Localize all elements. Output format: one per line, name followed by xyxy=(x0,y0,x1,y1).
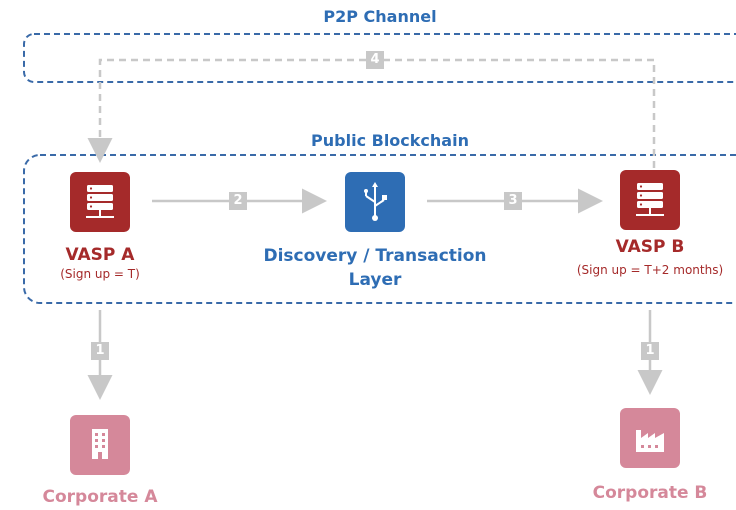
usb-icon xyxy=(364,182,387,221)
server-icon xyxy=(86,185,114,218)
building-icon xyxy=(92,429,108,459)
public-blockchain-box xyxy=(23,154,736,304)
step-3-badge: 3 xyxy=(504,192,522,210)
p2p-channel-title: P2P Channel xyxy=(323,7,437,26)
p2p-channel-box xyxy=(23,33,736,83)
server-icon xyxy=(636,183,664,216)
public-blockchain-title: Public Blockchain xyxy=(290,131,490,150)
layer-label-line1: Discovery / Transaction xyxy=(263,246,487,266)
vasp-a-note: (Sign up = T) xyxy=(60,267,140,281)
corporate-b-label: Corporate B xyxy=(592,483,708,503)
corporate-b-node xyxy=(620,408,680,468)
corporate-a-label: Corporate A xyxy=(42,487,158,507)
layer-label-line2: Layer xyxy=(348,270,402,290)
layer-node xyxy=(345,172,405,232)
vasp-b-note: (Sign up = T+2 months) xyxy=(576,263,724,277)
step-1b-badge: 1 xyxy=(641,342,659,360)
step-2-badge: 2 xyxy=(229,192,247,210)
step-4-badge: 4 xyxy=(366,51,384,69)
vasp-a-label: VASP A xyxy=(65,245,135,265)
corporate-a-node xyxy=(70,415,130,475)
vasp-b-node xyxy=(620,170,680,230)
vasp-b-label: VASP B xyxy=(615,237,685,257)
vasp-a-node xyxy=(70,172,130,232)
step-4-connector xyxy=(87,58,656,168)
step-1a-badge: 1 xyxy=(91,342,109,360)
factory-icon xyxy=(636,430,664,452)
